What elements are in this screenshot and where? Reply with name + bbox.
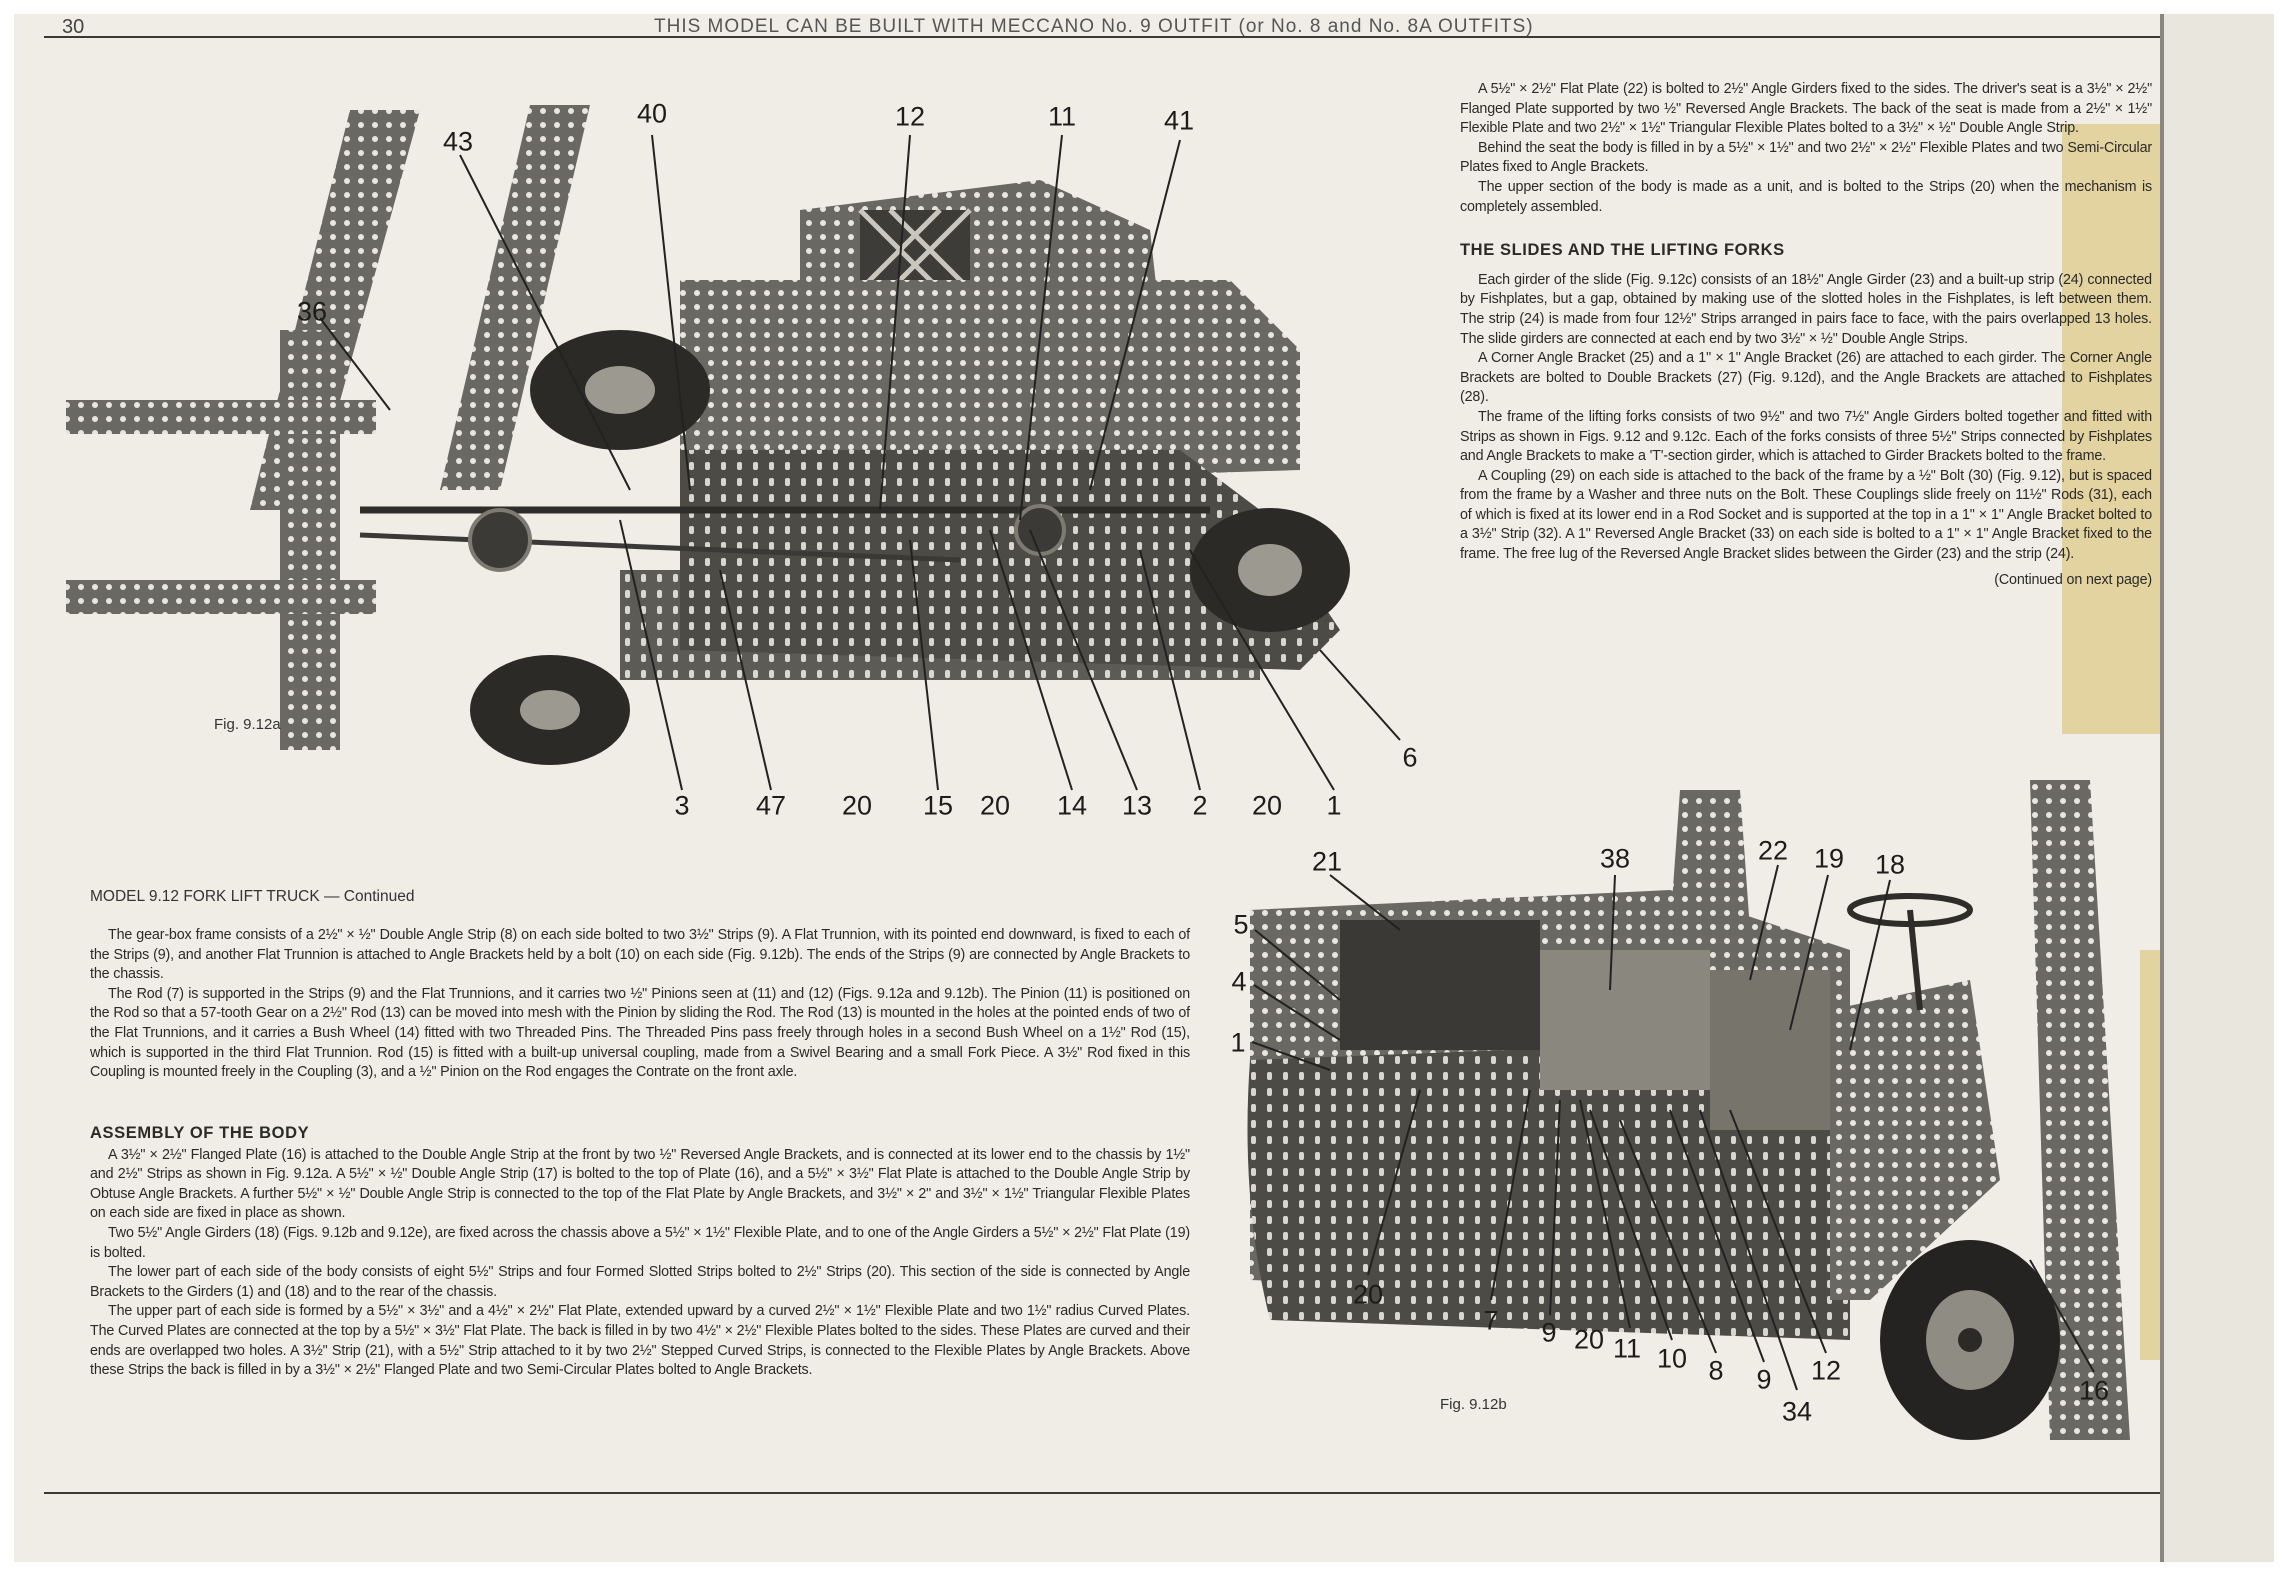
callout-number: 10	[1656, 1343, 1688, 1374]
callout-number: 14	[1056, 790, 1088, 821]
figure-9-12a-illustration	[66, 105, 1401, 791]
paragraph: The Rod (7) is supported in the Strips (…	[90, 985, 1190, 1081]
callout-number: 3	[674, 790, 690, 821]
adjacent-page-edge	[2164, 14, 2274, 1562]
callout-number: 22	[1757, 835, 1789, 866]
page-fold	[2160, 14, 2164, 1562]
callout-number: 11	[1612, 1333, 1642, 1364]
callout-number: 13	[1121, 790, 1153, 821]
figure-9-12b-illustration	[1247, 780, 2130, 1440]
tape-strip	[2062, 124, 2160, 734]
callout-number: 34	[1781, 1396, 1813, 1427]
gearbox-text: The gear-box frame consists of a 2½" × ½…	[90, 926, 1190, 1083]
callout-number: 1	[1326, 790, 1342, 821]
callout-number: 47	[755, 790, 787, 821]
callout-number: 15	[922, 790, 954, 821]
callout-number: 20	[841, 790, 873, 821]
callout-number: 11	[1047, 101, 1077, 132]
paragraph: Two 5½" Angle Girders (18) (Figs. 9.12b …	[90, 1224, 1190, 1261]
callout-number: 6	[1402, 742, 1418, 773]
section-heading: ASSEMBLY OF THE BODY	[90, 1124, 310, 1142]
callout-number: 20	[1251, 790, 1283, 821]
paragraph: The gear-box frame consists of a 2½" × ½…	[90, 927, 1190, 983]
paragraph: The lower part of each side of the body …	[90, 1264, 1190, 1300]
paragraph: Each girder of the slide (Fig. 9.12c) co…	[1460, 271, 2152, 347]
callout-number: 20	[1573, 1324, 1605, 1355]
callout-number: 4	[1231, 966, 1247, 997]
paragraph: Behind the seat the body is filled in by…	[1460, 139, 2152, 176]
paragraph: A Corner Angle Bracket (25) and a 1" × 1…	[1460, 350, 2152, 406]
page-number: 30	[62, 16, 85, 38]
callout-number: 7	[1483, 1305, 1499, 1336]
figure-caption-9-12b: Fig. 9.12b	[1440, 1396, 1507, 1413]
section-heading: THE SLIDES AND THE LIFTING FORKS	[1460, 241, 1785, 260]
callout-number: 9	[1756, 1364, 1772, 1395]
callout-number: 12	[894, 101, 926, 132]
callout-number: 9	[1541, 1317, 1557, 1348]
tape-strip	[2140, 950, 2160, 1360]
callout-number: 20	[1352, 1279, 1384, 1310]
callout-number: 20	[979, 790, 1011, 821]
callout-number: 2	[1192, 790, 1208, 821]
paragraph: A 5½" × 2½" Flat Plate (22) is bolted to…	[1460, 81, 2152, 137]
callout-number: 40	[636, 98, 668, 129]
paragraph: The upper section of the body is made as…	[1460, 178, 2152, 215]
callout-number: 43	[442, 126, 474, 157]
bottom-rule	[44, 1492, 2174, 1494]
callout-number: 21	[1311, 846, 1343, 877]
callout-number: 41	[1163, 105, 1195, 136]
callout-number: 8	[1708, 1355, 1724, 1386]
callout-number: 19	[1813, 843, 1845, 874]
continued-note: (Continued on next page)	[1994, 571, 2152, 588]
callout-number: 1	[1230, 1027, 1246, 1058]
callout-number: 18	[1874, 849, 1906, 880]
paragraph: A 3½" × 2½" Flanged Plate (16) is attach…	[90, 1146, 1190, 1222]
paragraph: The upper part of each side is formed by…	[90, 1303, 1190, 1379]
callout-number: 5	[1233, 909, 1249, 940]
body-assembly-section: ASSEMBLY OF THE BODY A 3½" × 2½" Flanged…	[90, 1124, 1190, 1381]
callout-number: 36	[296, 296, 328, 327]
top-rule	[44, 36, 2174, 38]
callout-number: 12	[1810, 1355, 1842, 1386]
running-head: THIS MODEL CAN BE BUILT WITH MECCANO No.…	[654, 16, 1534, 37]
model-heading: MODEL 9.12 FORK LIFT TRUCK — Continued	[90, 888, 415, 905]
callout-number: 38	[1599, 843, 1631, 874]
right-column: A 5½" × 2½" Flat Plate (22) is bolted to…	[1460, 80, 2152, 590]
paragraph: The frame of the lifting forks consists …	[1460, 408, 2152, 465]
paragraph: A Coupling (29) on each side is attached…	[1460, 467, 2152, 563]
figure-caption-9-12a: Fig. 9.12a	[214, 716, 281, 733]
callout-number: 16	[2078, 1375, 2110, 1406]
